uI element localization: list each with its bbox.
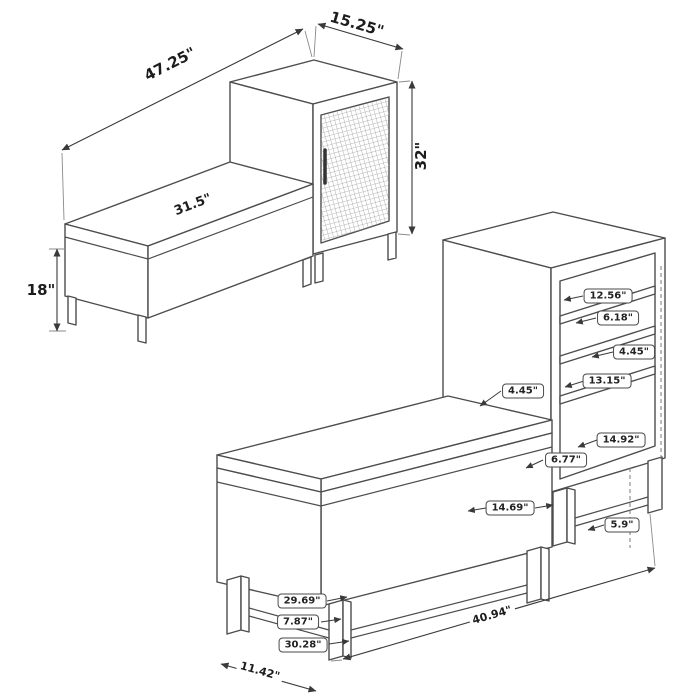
detail-bench <box>216 395 553 607</box>
dim-label-29-69: 29.69" <box>277 593 327 609</box>
dim-label-14-69: 14.69" <box>485 500 535 516</box>
dim-label-6-18: 6.18" <box>597 310 639 326</box>
dim-label-12-56: 12.56" <box>583 288 633 304</box>
dim-label-5-9: 5.9" <box>604 517 640 533</box>
dim-label-4-45-b: 4.45" <box>502 383 544 399</box>
shelf-board <box>559 325 656 365</box>
dim-cabinet-height-label: 32" <box>412 141 430 171</box>
overview-bench <box>64 161 314 344</box>
dim-label-30-28: 30.28" <box>278 637 328 653</box>
dim-bench-height-label: 18" <box>26 281 56 299</box>
dim-label-4-45-a: 4.45" <box>613 344 655 360</box>
dim-label-14-92: 14.92" <box>596 432 646 448</box>
dim-label-7-87: 7.87" <box>277 614 319 630</box>
dim-label-6-77: 6.77" <box>545 452 587 468</box>
dim-label-13-15: 13.15" <box>582 373 632 389</box>
overview-dimension-lines <box>49 22 416 332</box>
